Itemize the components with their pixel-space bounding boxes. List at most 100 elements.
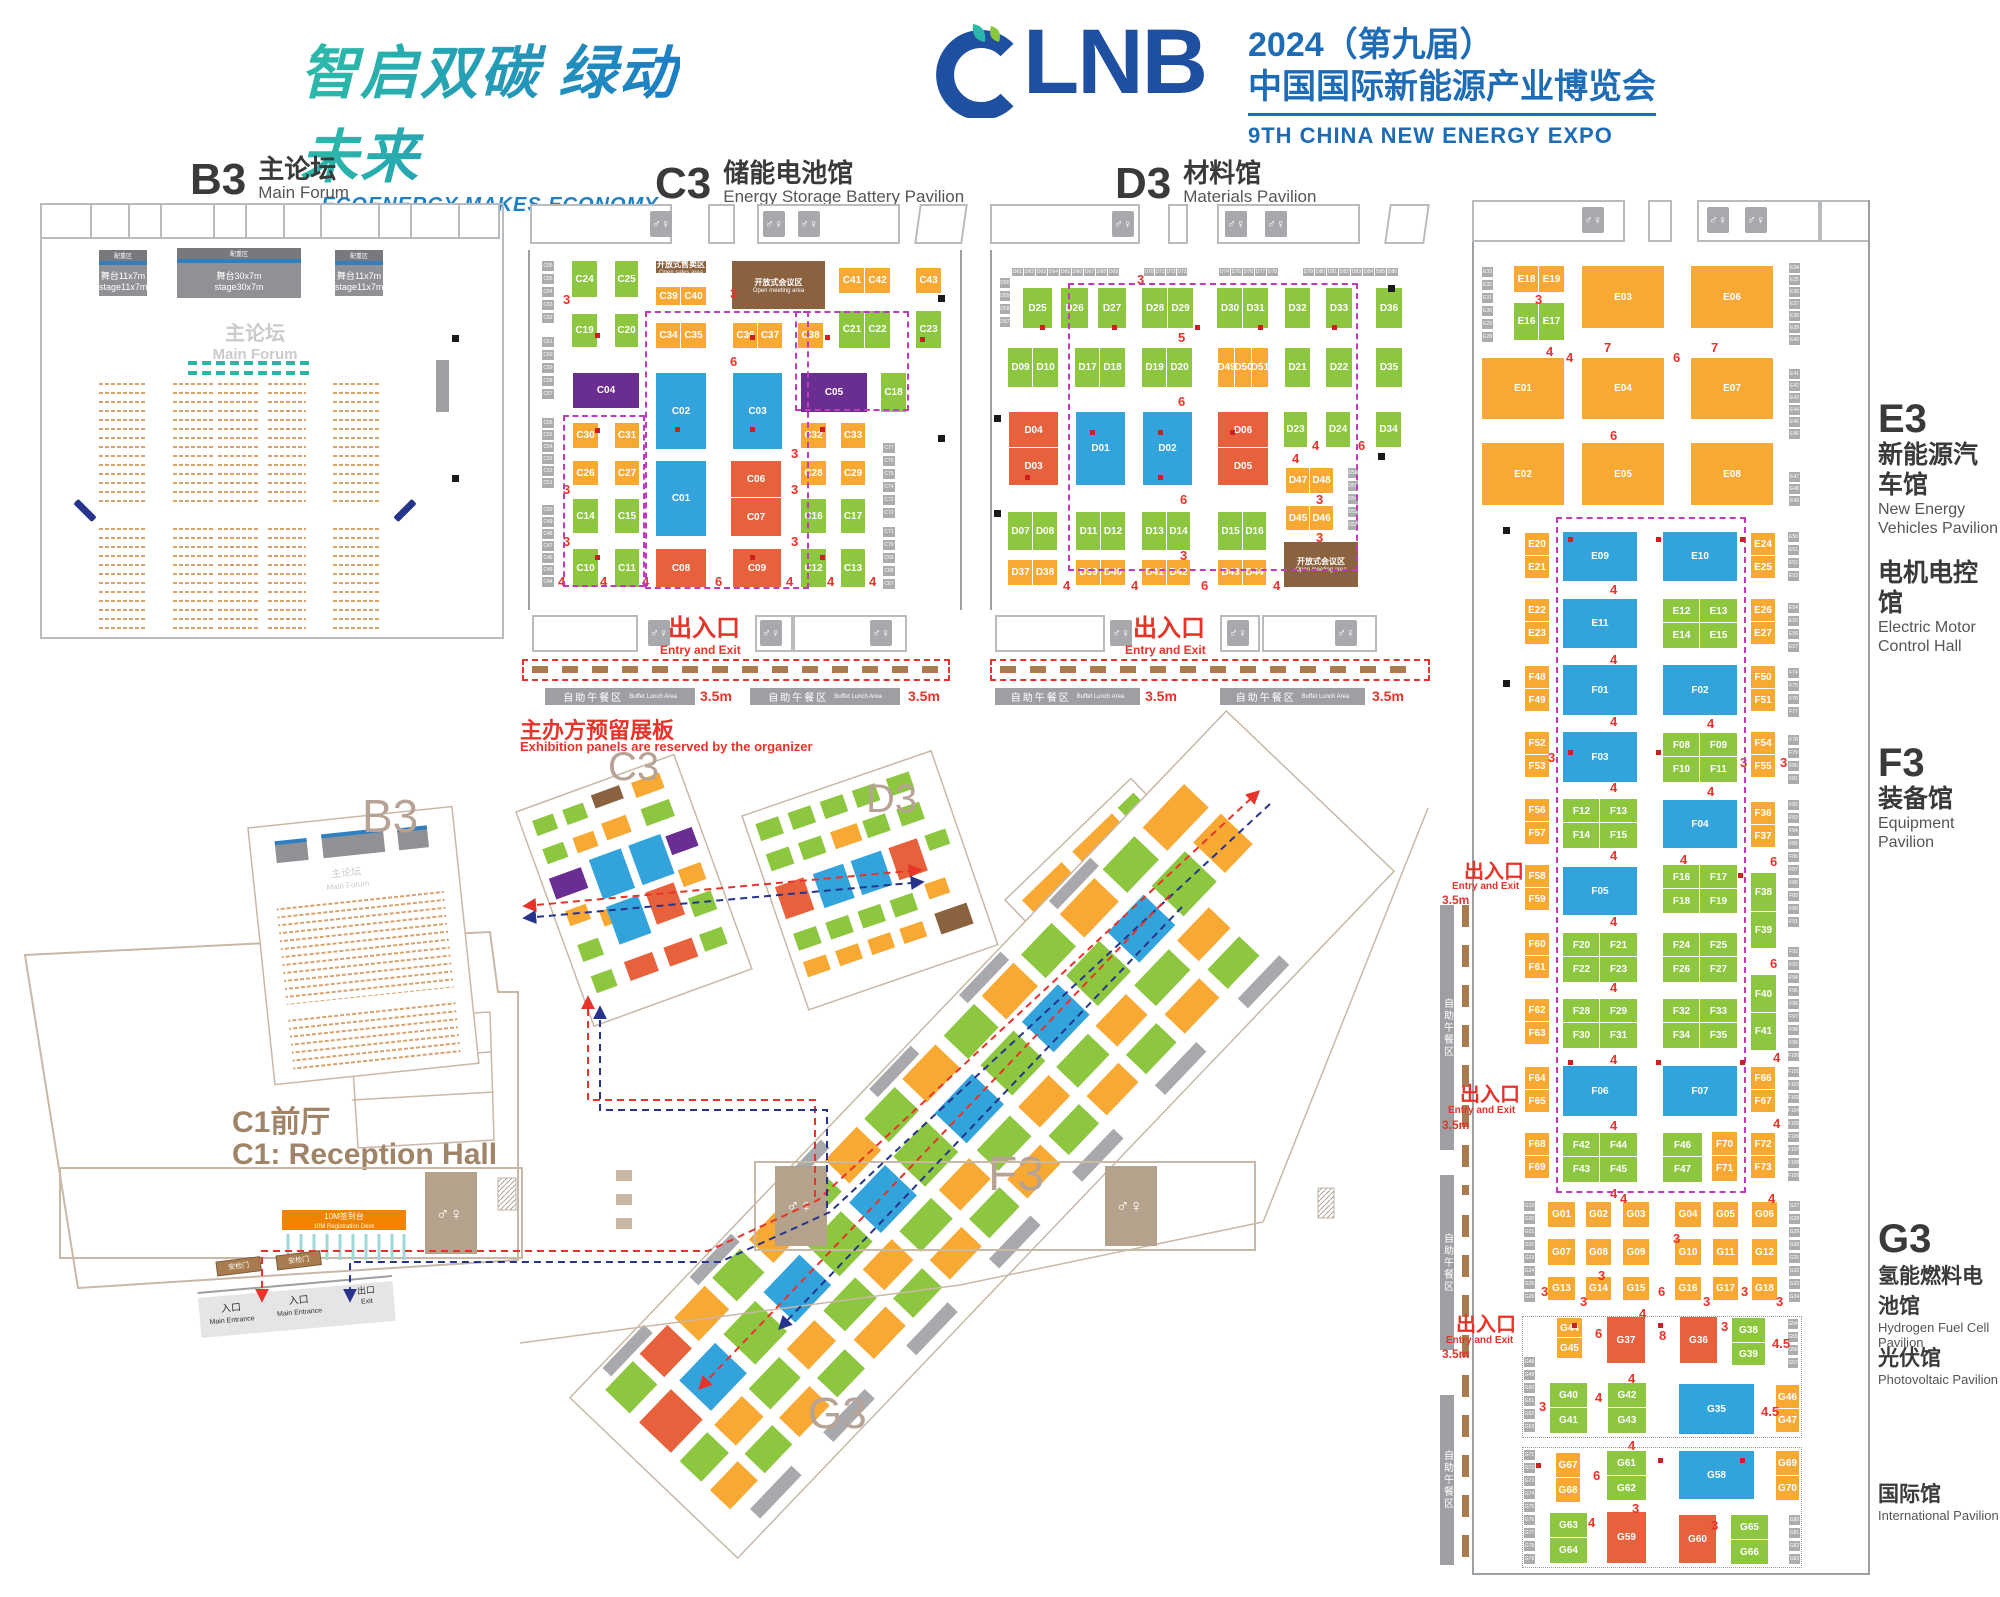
booth-G07: G07 (1548, 1239, 1575, 1265)
aisle-width: 3 (791, 446, 799, 461)
restroom-icon: ♂♀ (763, 211, 785, 237)
booth-F67: F67 (1751, 1090, 1775, 1112)
booth-E22: E22 (1525, 599, 1549, 621)
booth-F104: F104 (1787, 1106, 1800, 1116)
booth-G79: G79 (1524, 1554, 1535, 1564)
queue-lines (286, 1234, 406, 1260)
aisle-width: 4 (1610, 980, 1618, 995)
booth-G47: G47 (1776, 1409, 1799, 1432)
restroom-box (1105, 1166, 1157, 1246)
booth-G60: G60 (1679, 1515, 1716, 1563)
booth-F99: F99 (1788, 1038, 1799, 1048)
booth-F74: F74 (1788, 668, 1799, 678)
fire-point-marker (1195, 325, 1200, 330)
booth-C60: C60 (542, 350, 554, 360)
booth-D46: D46 (1310, 506, 1333, 530)
booth-D21: D21 (1285, 348, 1310, 387)
booth-F59: F59 (1525, 888, 1549, 910)
booth-G75: G75 (1524, 1502, 1535, 1512)
aisle-width: 4 (1628, 1371, 1636, 1386)
booth-D49: D49 (1217, 348, 1236, 387)
aisle-width: 6 (1593, 1468, 1601, 1483)
svg-text:安检门: 安检门 (288, 1254, 310, 1265)
aisle-width: 4 (1610, 652, 1618, 667)
booth-D34: D34 (1376, 412, 1401, 447)
booth-D24: D24 (1326, 412, 1350, 447)
restroom-box (775, 1166, 827, 1246)
booth-F01: F01 (1563, 665, 1637, 715)
booth-F65: F65 (1525, 1090, 1549, 1112)
aisle-width: 3 (1598, 1268, 1606, 1283)
speaker-row (188, 371, 313, 375)
fire-point-marker (1738, 873, 1743, 878)
pillar-marker (1388, 285, 1395, 292)
booth-D60: D60 (1000, 278, 1010, 288)
booth-G64: G64 (1550, 1538, 1587, 1563)
booth-G25: G25 (1524, 1279, 1535, 1289)
booth-D86: D86 (1387, 268, 1398, 276)
efg-plan: ♂♀ ♂♀ ♂♀ 自助午餐区 自助午餐区 自助午餐区 出入口 Entry and… (1440, 155, 1872, 1580)
booth-D11: D11 (1076, 512, 1101, 550)
booth-G53: G53 (1524, 1422, 1535, 1432)
booth-F81: F81 (1788, 774, 1799, 784)
aisle-width: 6 (1770, 854, 1778, 869)
booth-C47: C47 (542, 541, 554, 551)
booth-C22: C22 (865, 311, 890, 348)
booth-C62: C62 (542, 313, 554, 323)
booth-G54: G54 (1788, 1319, 1798, 1329)
booth-F48: F48 (1525, 666, 1549, 688)
booth-F106: F106 (1787, 1132, 1800, 1142)
fire-point-marker (920, 337, 925, 342)
aisle-width: 3 (1541, 1284, 1549, 1299)
booth-E06: E06 (1691, 266, 1773, 328)
booth-F108: F108 (1787, 1158, 1800, 1168)
booth-F72: F72 (1751, 1133, 1775, 1155)
booth-F27: F27 (1700, 957, 1737, 982)
booth-D28: D28 (1142, 288, 1168, 328)
label-f3: F3 装备馆 Equipment Pavilion (1878, 741, 1955, 851)
aisle-width: 4 (869, 574, 877, 589)
booth-C13: C13 (841, 549, 865, 587)
svg-text:Main Forum: Main Forum (326, 879, 370, 892)
booth-C77: C77 (883, 443, 895, 453)
booth-F69: F69 (1525, 1156, 1549, 1178)
booth-G76: G76 (1524, 1515, 1535, 1525)
route-boundary (563, 415, 645, 587)
booth-G38: G38 (1732, 1318, 1765, 1343)
booth-G08: G08 (1586, 1239, 1611, 1265)
booth-G18: G18 (1752, 1277, 1777, 1300)
aisle-width: 4 (1707, 784, 1715, 799)
booth-C35: C35 (681, 323, 706, 348)
booth-C76: C76 (883, 456, 895, 466)
booth-F20: F20 (1563, 933, 1600, 957)
buffet-lunch-area-vertical: 自助午餐区 (1440, 905, 1454, 1150)
booth-E49: E49 (1789, 496, 1800, 506)
booth-C65: C65 (542, 274, 554, 284)
booth-G36: G36 (1680, 1317, 1717, 1363)
booth-C71: C71 (883, 527, 895, 537)
svg-text:安检门: 安检门 (228, 1260, 250, 1271)
booth-C38: C38 (798, 323, 823, 348)
booth-G31: G31 (1789, 1253, 1800, 1263)
booth-F78: F78 (1788, 735, 1799, 745)
label-motor-hall: 电机电控馆 Electric Motor Control Hall (1878, 559, 1979, 655)
booth-C72: C72 (883, 508, 895, 518)
booth-F41: F41 (1751, 1013, 1776, 1050)
ov-a3-label: A3 (275, 902, 341, 962)
fire-point-marker (1572, 1323, 1577, 1328)
booth-F52: F52 (1525, 732, 1549, 754)
booth-G39: G39 (1732, 1343, 1765, 1365)
booth-G71: G71 (1524, 1450, 1535, 1460)
booth-G80: G80 (1789, 1515, 1800, 1525)
booth-F60: F60 (1525, 933, 1549, 955)
fire-point-marker (1230, 430, 1235, 435)
booth-E07: E07 (1691, 358, 1773, 419)
booth-F09: F09 (1700, 733, 1737, 757)
booth-G63: G63 (1550, 1513, 1587, 1538)
booth-G12: G12 (1752, 1239, 1777, 1265)
booth-F89: F89 (1788, 891, 1799, 901)
booth-C45: C45 (542, 565, 554, 575)
booth-G55: G55 (1788, 1332, 1798, 1342)
booth-E01: E01 (1482, 358, 1564, 419)
